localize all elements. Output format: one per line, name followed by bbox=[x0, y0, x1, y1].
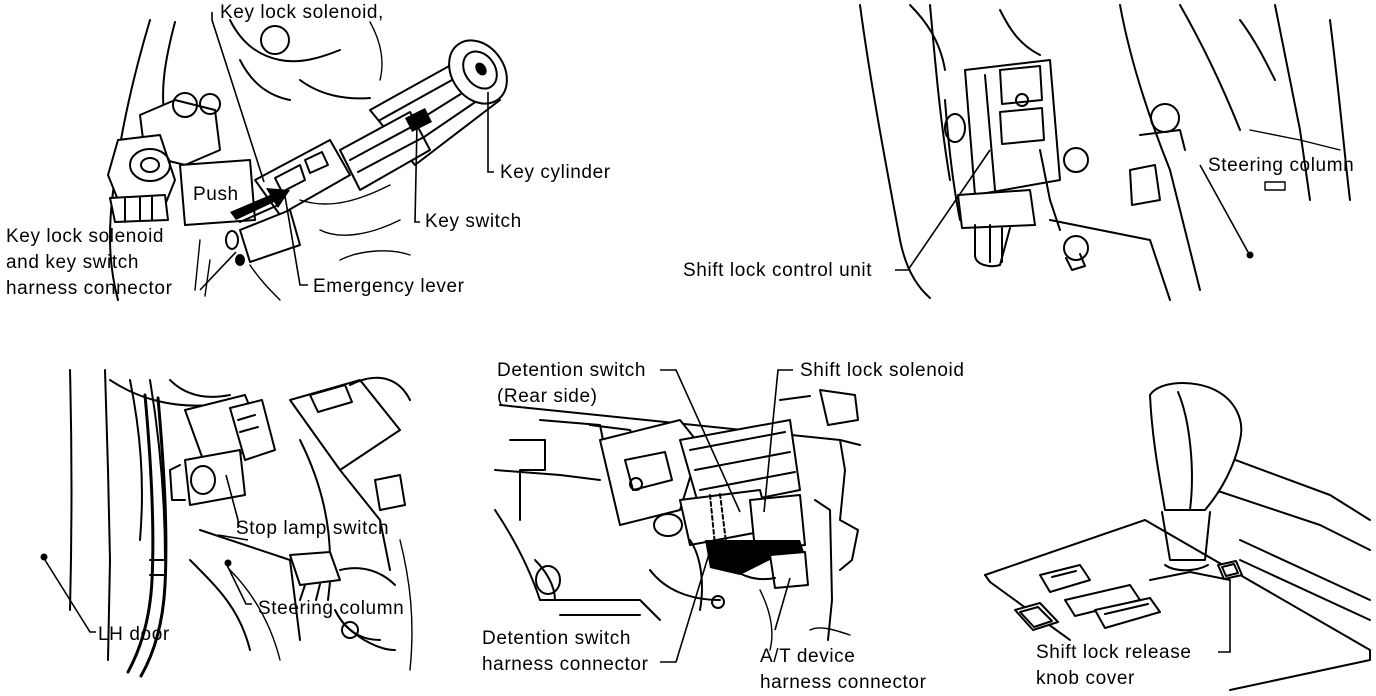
detention-switch-harness-label-line1: Detention switch bbox=[482, 628, 631, 649]
steering-column-label-upper: Steering column bbox=[1208, 155, 1354, 176]
stop-lamp-switch-label: Stop lamp switch bbox=[236, 518, 389, 539]
panel-shift-knob: Shift lock release knob cover bbox=[984, 382, 1371, 691]
key-cylinder-label: Key cylinder bbox=[500, 162, 611, 183]
key-lock-solenoid-label: Key lock solenoid, bbox=[220, 2, 384, 23]
shift-lock-unit-drawing bbox=[859, 4, 1351, 301]
lh-door-label: LH door bbox=[98, 624, 170, 645]
harness-connector-label-line1: Key lock solenoid bbox=[6, 226, 164, 247]
harness-connector-label-line2: and key switch bbox=[6, 252, 139, 273]
shift-lock-release-label-line1: Shift lock release bbox=[1036, 642, 1191, 663]
detention-drawing bbox=[494, 389, 861, 651]
steering-column-label-lower: Steering column bbox=[258, 598, 404, 619]
panel-shift-lock-unit: Steering column Shift lock control unit bbox=[683, 4, 1354, 301]
shift-lock-release-label-line2: knob cover bbox=[1036, 668, 1135, 689]
shift-lock-solenoid-label: Shift lock solenoid bbox=[800, 360, 965, 381]
detention-switch-rear-label-line2: (Rear side) bbox=[497, 386, 598, 407]
panel-key-lock: Key lock solenoid, Key cylinder Push Key… bbox=[6, 2, 611, 301]
key-lock-drawing bbox=[107, 19, 508, 301]
shift-lock-control-unit-label: Shift lock control unit bbox=[683, 260, 872, 281]
push-label: Push bbox=[193, 184, 239, 205]
at-device-harness-label-line2: harness connector bbox=[760, 672, 927, 693]
panel-detention: Detention switch (Rear side) Shift lock … bbox=[482, 360, 965, 693]
detention-switch-harness-label-line2: harness connector bbox=[482, 654, 649, 675]
harness-connector-label-line3: harness connector bbox=[6, 278, 173, 299]
at-device-harness-label-line1: A/T device bbox=[760, 646, 855, 667]
detention-switch-rear-label-line1: Detention switch bbox=[497, 360, 646, 381]
shift-knob-drawing bbox=[984, 382, 1371, 691]
panel-stop-lamp: Stop lamp switch Steering column LH door bbox=[40, 369, 413, 678]
emergency-lever-label: Emergency lever bbox=[313, 276, 465, 297]
stop-lamp-drawing bbox=[69, 369, 413, 678]
key-switch-label: Key switch bbox=[425, 211, 522, 232]
